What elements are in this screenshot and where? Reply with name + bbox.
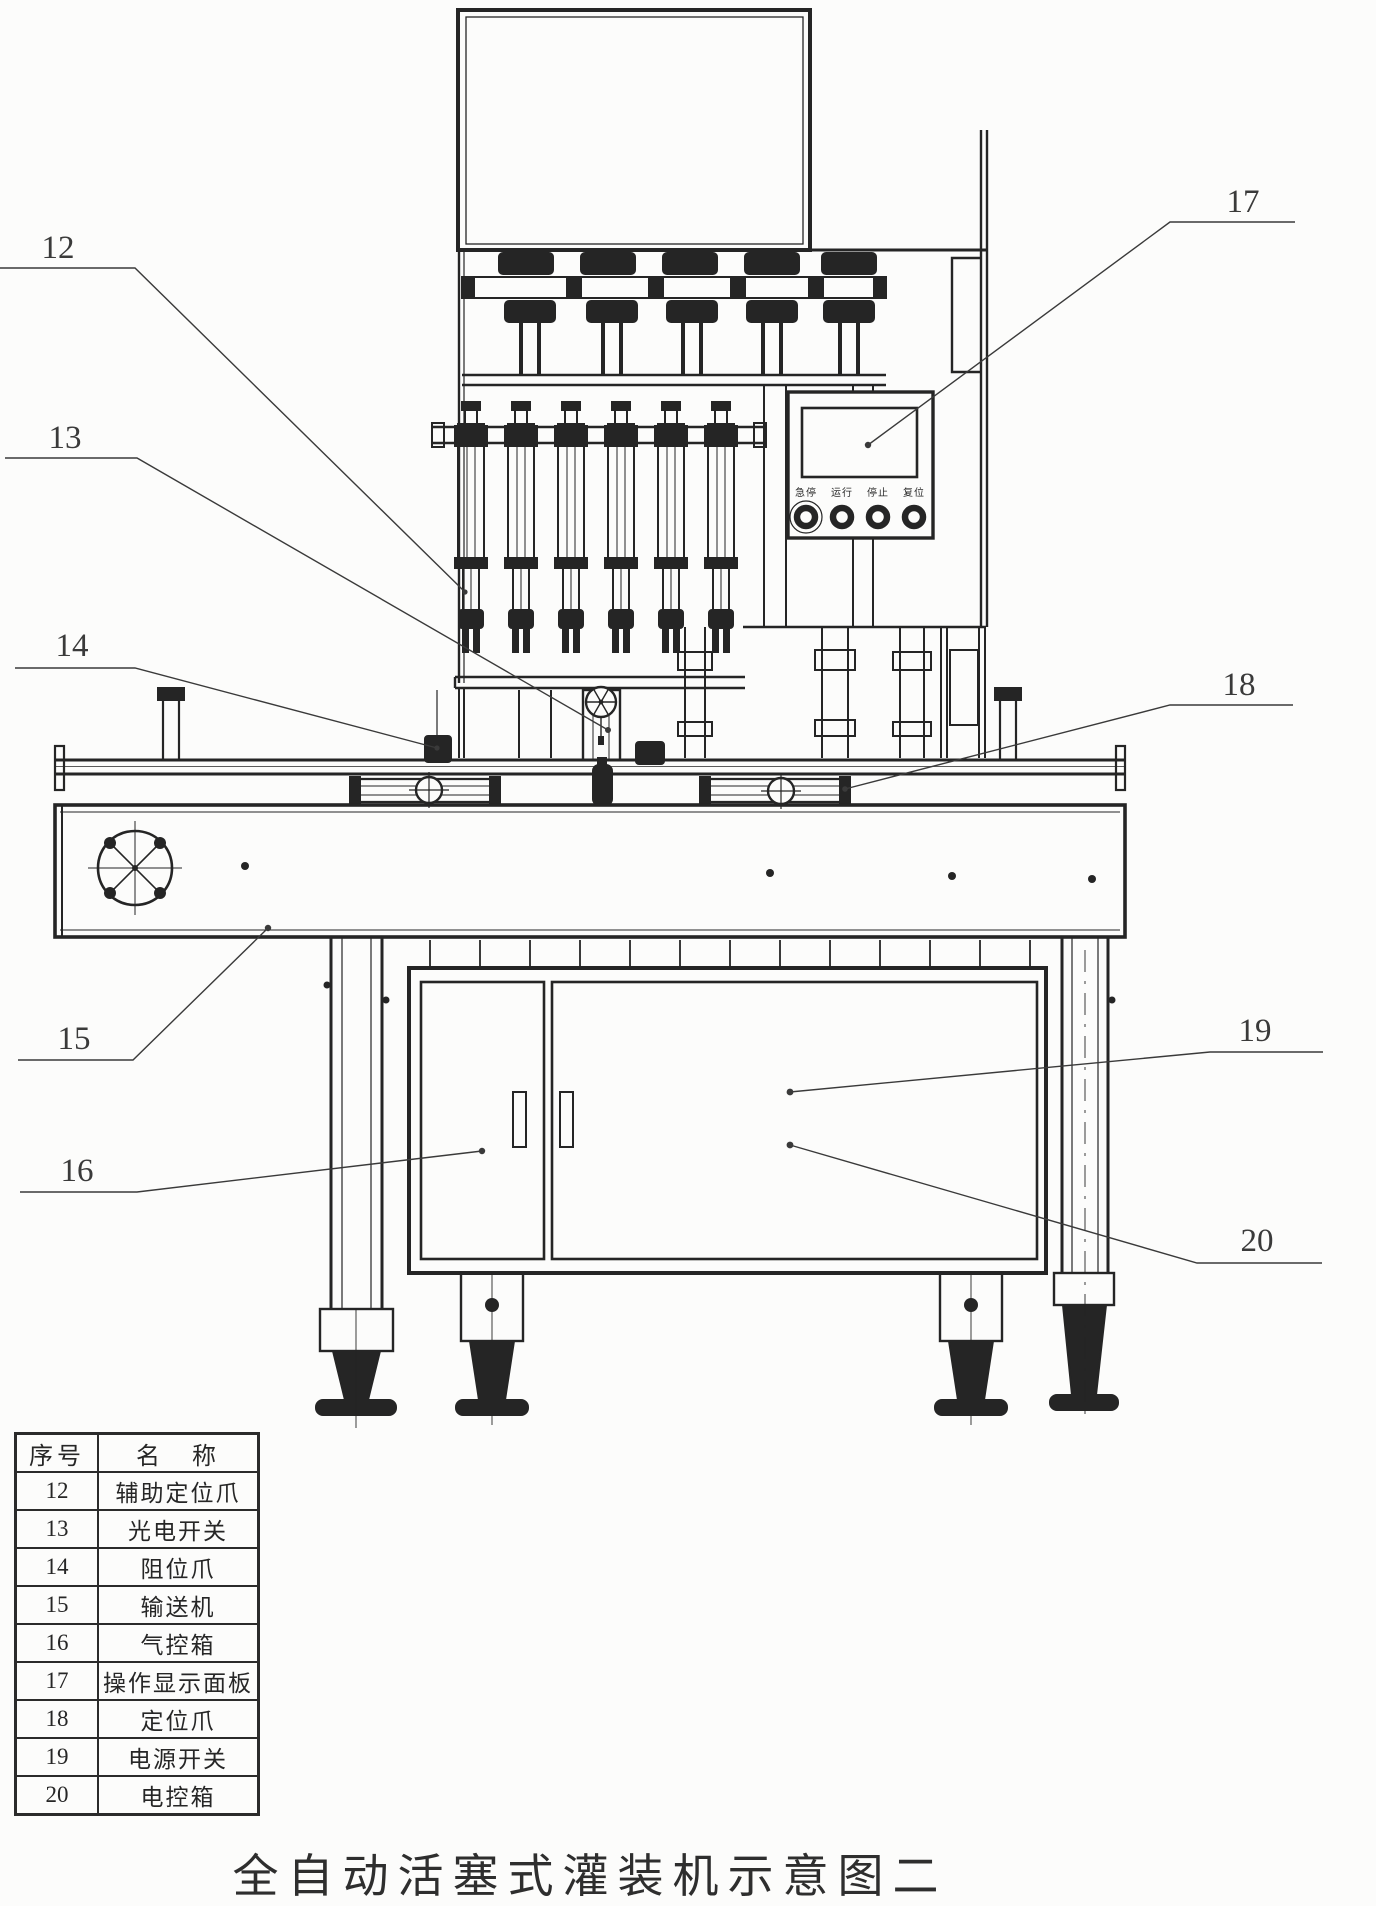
cylinder-3 <box>554 401 588 653</box>
part-no: 13 <box>14 1509 99 1549</box>
run-label: 运行 <box>831 486 853 499</box>
right-support-column <box>1049 937 1119 1420</box>
stop-button <box>865 504 891 530</box>
part-name: 操作显示面板 <box>97 1661 260 1701</box>
cylinder-4 <box>604 401 638 653</box>
part-name: 电控箱 <box>97 1775 260 1816</box>
callout-19: 19 <box>1239 1013 1272 1049</box>
callout-14: 14 <box>56 628 89 664</box>
callout-leaders <box>0 221 1323 1264</box>
cylinder-bank <box>454 401 738 653</box>
bottle <box>592 757 613 806</box>
callout-20: 20 <box>1241 1223 1274 1259</box>
figure-title: 全自动活塞式灌装机示意图二 <box>232 1851 948 1902</box>
callout-17: 17 <box>1227 184 1260 220</box>
reset-label: 复位 <box>903 486 925 499</box>
auxiliary-claw-assembly <box>349 772 501 808</box>
part-name: 光电开关 <box>97 1509 260 1549</box>
part-no: 18 <box>14 1699 99 1739</box>
hopper-box <box>456 8 812 252</box>
cylinder-2 <box>504 401 538 653</box>
base-rim-ticks <box>429 940 1031 966</box>
cabinet-body <box>407 966 1048 1275</box>
header-no: 序号 <box>14 1432 99 1473</box>
callout-13: 13 <box>49 420 82 456</box>
callout-12: 12 <box>42 230 75 266</box>
pneumatic-box-door <box>419 980 546 1261</box>
positioning-claw-clamp <box>635 741 665 765</box>
cabinet-leg-left <box>455 1271 529 1425</box>
part-no: 12 <box>14 1471 99 1511</box>
cabinet-leg-right <box>934 1271 1008 1425</box>
part-name: 辅助定位爪 <box>97 1471 260 1511</box>
run-button <box>829 504 855 530</box>
rail-bracket-right <box>994 687 1022 762</box>
emergency-stop-label: 急停 <box>795 486 817 499</box>
stop-label: 停止 <box>867 486 889 499</box>
part-name: 输送机 <box>97 1585 260 1625</box>
part-no: 14 <box>14 1547 99 1587</box>
part-name: 电源开关 <box>97 1737 260 1777</box>
panel-buttons <box>789 500 927 534</box>
part-name: 定位爪 <box>97 1699 260 1739</box>
emergency-stop-guard-ring <box>789 500 823 534</box>
emergency-stop-button <box>793 504 819 530</box>
part-no: 17 <box>14 1661 99 1701</box>
support-posts <box>458 627 986 758</box>
control-panel: 急停 运行 停止 复位 <box>786 390 935 540</box>
central-shaft <box>581 685 622 762</box>
header-name: 名 称 <box>97 1432 260 1473</box>
guide-rail <box>53 687 1127 792</box>
part-no: 19 <box>14 1737 99 1777</box>
part-no: 20 <box>14 1775 99 1816</box>
callout-numbers: 12 13 14 15 16 17 18 19 20 <box>42 184 1274 1259</box>
conveyor <box>53 803 1127 939</box>
rail-bracket-left <box>157 687 185 762</box>
part-name: 气控箱 <box>97 1623 260 1663</box>
callout-16: 16 <box>61 1153 94 1189</box>
conveyor-wheel <box>88 821 182 915</box>
callout-15: 15 <box>58 1021 91 1057</box>
cylinder-6 <box>704 401 738 653</box>
left-door-handle <box>512 1091 527 1148</box>
cylinder-5 <box>654 401 688 653</box>
left-support-column <box>315 937 397 1428</box>
cylinder-1 <box>454 401 488 653</box>
part-no: 15 <box>14 1585 99 1625</box>
piston-head-rows <box>461 252 887 387</box>
stop-claw-clamp <box>424 690 452 763</box>
part-no: 16 <box>14 1623 99 1663</box>
reset-button <box>901 504 927 530</box>
parts-table-header: 序号 名 称 <box>14 1432 260 1473</box>
panel-screen <box>800 406 919 479</box>
callout-18: 18 <box>1223 667 1256 703</box>
part-name: 阻位爪 <box>97 1547 260 1587</box>
shaft-handwheel <box>584 685 618 719</box>
electric-box-door <box>550 980 1039 1261</box>
right-door-handle <box>559 1091 574 1148</box>
